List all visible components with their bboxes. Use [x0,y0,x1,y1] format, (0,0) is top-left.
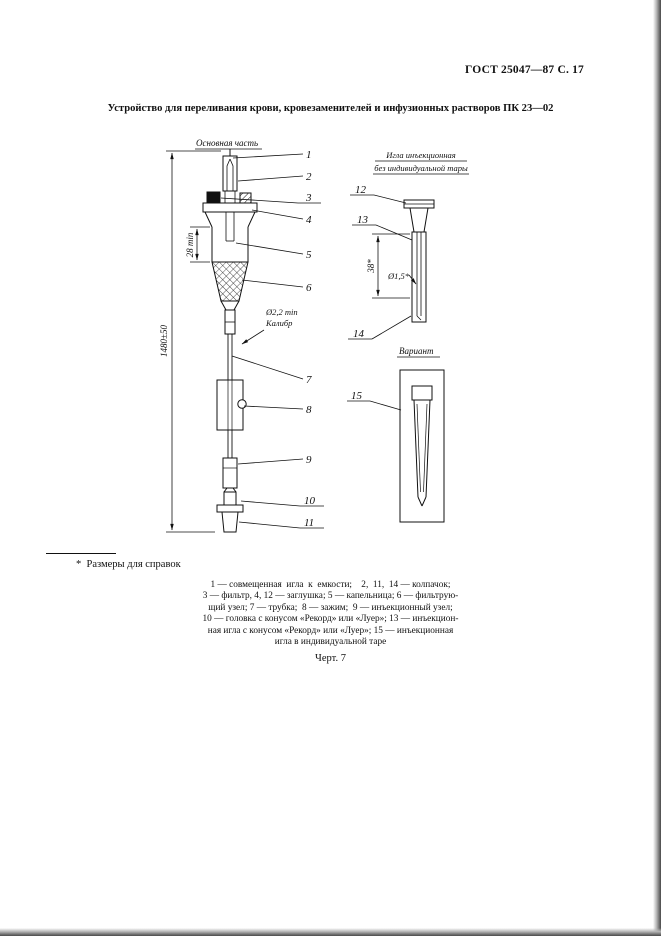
needle-package [399,369,445,523]
legend-line: 10 — головка с конусом «Рекорд» или «Луе… [202,614,459,625]
callout-14: 14 [353,328,365,340]
footnote-rule [46,553,116,554]
drip-chamber [204,211,256,262]
dimension-needle-length: 38* [366,233,410,299]
callout-3: 3 [305,192,312,204]
callout-2: 2 [306,171,312,183]
scan-edge-bottom [0,928,661,936]
tube-connector [224,309,236,335]
callout-variant: 15 [347,390,402,411]
main-part-label: Основная часть [196,138,258,148]
legend-line: 3 — фильтр, 4, 12 — заглушка; 5 — капель… [202,591,459,602]
bottom-cap [216,504,244,533]
needle-drawing: Игла инъекционная без индивидуальной тар… [348,150,469,340]
needle-label-line2: без индивидуальной тары [374,163,468,173]
filter-cone [211,261,249,311]
callout-11: 11 [304,517,314,529]
document-title: Устройство для переливания крови, кровез… [107,103,554,114]
dim-needle-length-text: 38* [366,259,376,274]
needle-cap [411,231,427,323]
legend: 1 — совмещенная игла к емкости; 2, 11, 1… [0,580,661,648]
footnote: * Размеры для справок [76,559,181,570]
callout-5: 5 [306,249,312,261]
legend-line: щий узел; 7 — трубка; 8 — зажим; 9 — инъ… [208,602,453,613]
dim-overall-text: 1480±50 [159,325,169,357]
variant-drawing: Вариант 15 [347,346,445,523]
dimension-chamber: 28 min [185,226,210,263]
dimension-overall: 1480±50 [159,150,221,533]
spike-and-cap [222,149,238,203]
main-assembly-drawing: Основная часть [159,138,324,533]
scan-edge-right [653,0,661,936]
needle-label-line1: Игла инъекционная [385,150,456,160]
callouts-needle: 12 13 14 [348,184,413,340]
dim-needle-dia-text: Ø1,5* [387,271,410,281]
dim-caliber-word: Калибр [265,318,292,328]
cone-head [223,487,237,506]
legend-line: 1 — совмещенная игла к емкости; 2, 11, 1… [210,580,451,590]
roller-clamp [216,379,247,431]
air-filter-and-plug [202,191,258,213]
tube [227,334,233,458]
figure-caption: Черт. 7 [315,653,346,664]
injection-node [222,457,238,489]
dim-chamber-text: 28 min [185,232,195,257]
callouts-main: 1 2 3 4 5 6 7 8 9 10 [220,149,324,529]
callout-15: 15 [351,390,363,402]
callout-1: 1 [306,149,312,161]
page-header: ГОСТ 25047—87 С. 17 [465,64,584,76]
callout-9: 9 [306,454,312,466]
callout-8: 8 [306,404,312,416]
legend-line: ная игла с конусом «Рекорд» или «Луер»; … [207,625,454,636]
callout-10: 10 [304,495,316,507]
needle-hub [403,199,435,233]
callout-12: 12 [355,184,367,196]
dimension-needle-dia: Ø1,5* [387,271,417,285]
callout-6: 6 [306,282,312,294]
legend-line: игла в индивидуальной таре [274,637,387,648]
callout-7: 7 [306,374,312,386]
variant-label: Вариант [399,346,434,356]
dim-caliber-value: Ø2,2 min [265,307,298,317]
caliber-annotation: Ø2,2 min Калибр [241,307,298,345]
needle-shaft [416,232,422,321]
callout-13: 13 [357,214,369,226]
callout-4: 4 [306,214,312,226]
